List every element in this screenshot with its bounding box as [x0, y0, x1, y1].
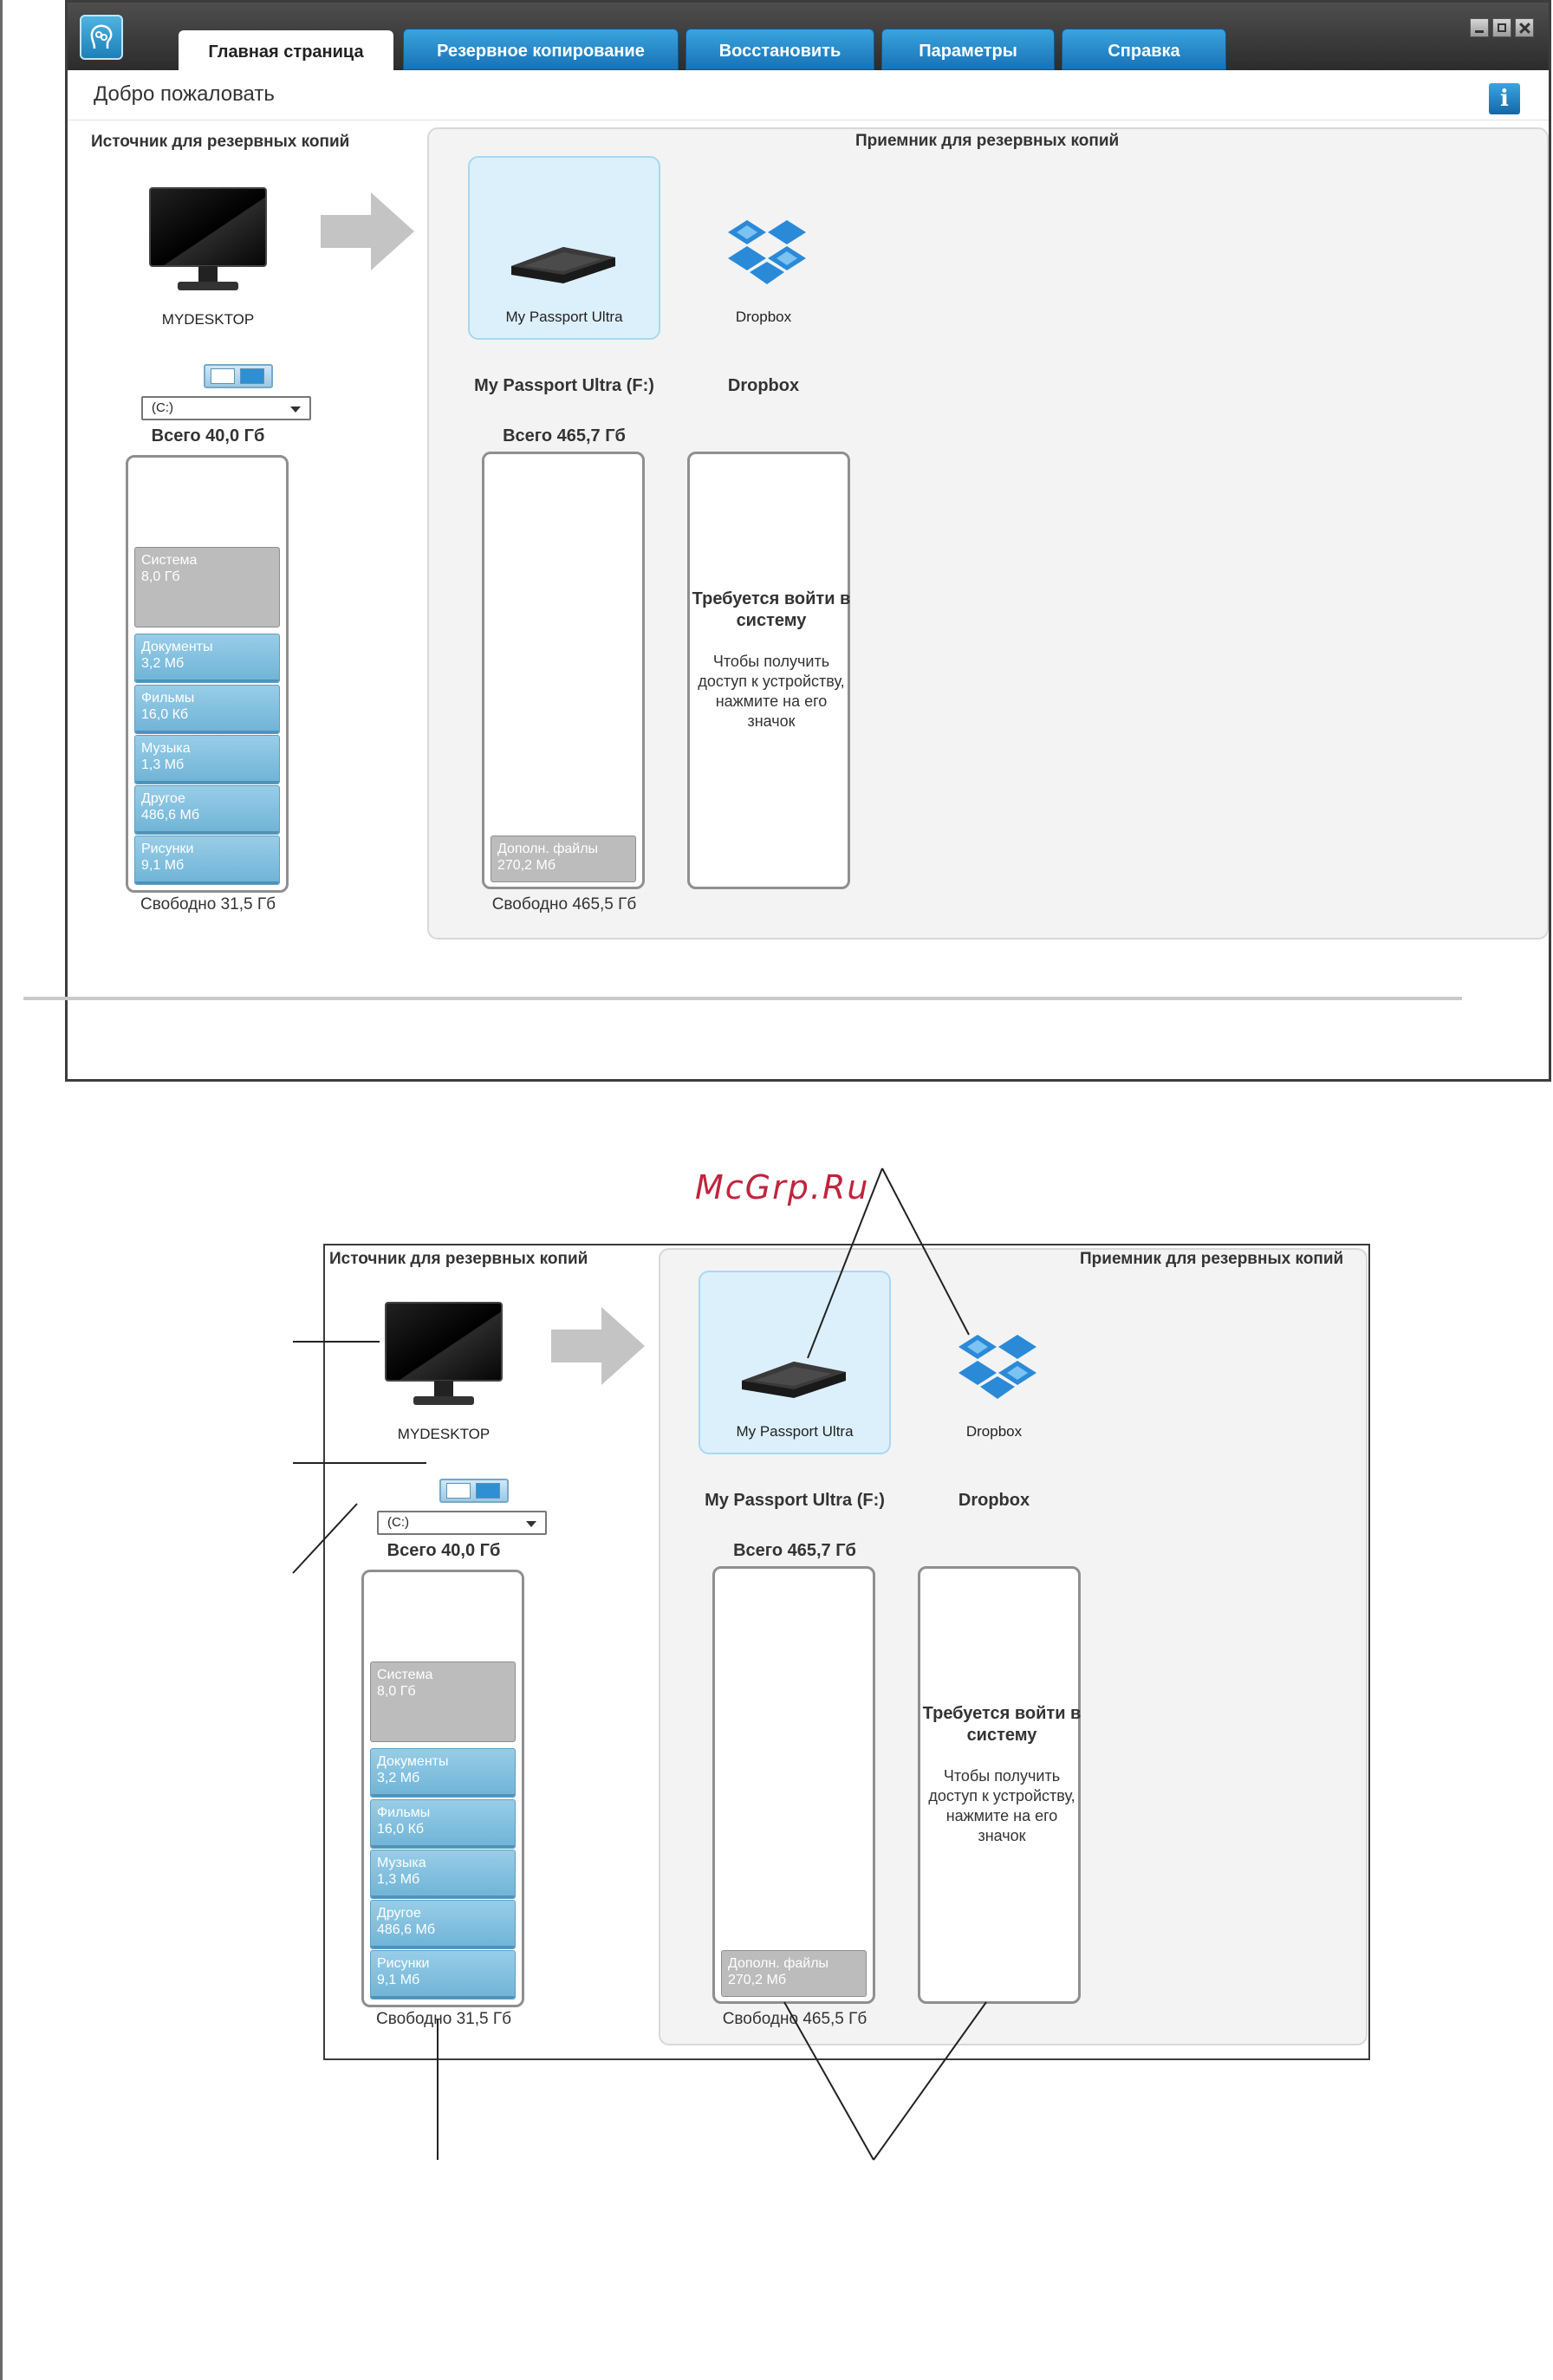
hard-drive-icon[interactable]: [733, 1344, 854, 1405]
figure-destination-title: Приемник для резервных копий: [1080, 1250, 1344, 1268]
callout-bar1-line: [783, 2001, 874, 2161]
subheader-bar: [68, 70, 1549, 120]
watermark-text: McGrp.Ru: [695, 1168, 870, 1206]
computer-monitor-icon[interactable]: [379, 1301, 509, 1414]
tab-help[interactable]: Справка: [1062, 29, 1226, 70]
device2-label: Dropbox: [965, 1423, 1023, 1440]
computer-monitor-icon[interactable]: [143, 186, 273, 299]
destination-title: Приемник для резервных копий: [855, 132, 1120, 150]
source-type-icons[interactable]: [439, 1479, 509, 1503]
callout-dropdown-line: [292, 1503, 358, 1574]
tab-backup[interactable]: Резервное копирование: [403, 29, 679, 70]
info-icon[interactable]: i: [1489, 83, 1520, 114]
login-required-title: Требуется войти в систему: [692, 589, 851, 630]
title-bar: Главная страница Резервное копирование В…: [68, 3, 1549, 70]
device2-login-box[interactable]: Требуется войти в систему Чтобы получить…: [687, 452, 850, 889]
computer-small-icon[interactable]: [446, 1483, 471, 1499]
callout-passport-line: [807, 1167, 883, 1359]
drive-select[interactable]: (C:): [377, 1511, 547, 1535]
hard-drive-icon[interactable]: [503, 230, 624, 290]
device1-total: Всего 465,7 Гб: [503, 426, 626, 445]
device1-full-name: My Passport Ultra (F:): [705, 1491, 885, 1510]
login-required-text: Чтобы получить доступ к устройству, нажм…: [928, 1767, 1075, 1844]
minimize-button[interactable]: [1470, 18, 1489, 37]
close-button[interactable]: [1515, 18, 1534, 37]
source-type-icons[interactable]: [204, 364, 273, 388]
tab-restore[interactable]: Восстановить: [686, 29, 874, 70]
arrow-right-icon: [551, 1307, 645, 1385]
welcome-text: Добро пожаловать: [94, 82, 275, 106]
device1-free: Свободно 465,5 Гб: [491, 895, 637, 914]
cloud-small-icon[interactable]: [240, 368, 264, 384]
dropbox-icon[interactable]: [728, 217, 806, 286]
arrow-right-icon: [321, 192, 414, 270]
tab-home[interactable]: Главная страница: [179, 30, 393, 70]
app-logo-icon: [80, 15, 123, 60]
device1-total: Всего 465,7 Гб: [733, 1541, 856, 1560]
chevron-down-icon: [526, 1521, 536, 1527]
computer-name: MYDESKTOP: [397, 1426, 491, 1442]
tab-settings[interactable]: Параметры: [881, 29, 1055, 70]
source-total: Всего 40,0 Гб: [151, 426, 265, 445]
maximize-button[interactable]: [1492, 18, 1511, 37]
chevron-down-icon: [290, 406, 301, 413]
backup-panel: Источник для резервных копий: [91, 133, 1001, 835]
device2-label: Dropbox: [735, 309, 792, 325]
cloud-small-icon[interactable]: [476, 1483, 500, 1499]
device1-full-name: My Passport Ultra (F:): [474, 376, 654, 395]
page-edge-line: [0, 0, 3, 2380]
callout-bar2-line: [873, 2001, 987, 2161]
source-free: Свободно 31,5 Гб: [140, 895, 276, 914]
login-required-title: Требуется войти в систему: [922, 1704, 1082, 1745]
device2-full-name: Dropbox: [958, 1491, 1030, 1510]
figure-destination-column: My Passport Ultra Dropbox My Passport Ul…: [551, 1271, 1132, 2051]
computer-name: MYDESKTOP: [161, 311, 255, 328]
callout-dropbox-line: [881, 1167, 970, 1336]
device1-label: My Passport Ultra: [505, 309, 623, 325]
source-title: Источник для резервных копий: [91, 133, 350, 151]
source-total: Всего 40,0 Гб: [387, 1541, 501, 1560]
divider-line: [23, 997, 1462, 1000]
source-free: Свободно 31,5 Гб: [375, 2010, 512, 2028]
computer-small-icon[interactable]: [211, 368, 235, 384]
dropbox-icon[interactable]: [958, 1331, 1036, 1401]
destination-column: My Passport Ultra Dropbox My Passport Ul…: [321, 156, 901, 936]
login-required-text: Чтобы получить доступ к устройству, нажм…: [698, 653, 845, 730]
device1-label: My Passport Ultra: [736, 1423, 854, 1440]
device2-login-box[interactable]: Требуется войти в систему Чтобы получить…: [918, 1566, 1081, 2004]
figure-source-title: Источник для резервных копий: [329, 1250, 588, 1268]
device2-full-name: Dropbox: [727, 376, 800, 395]
drive-select[interactable]: (C:): [141, 396, 311, 420]
